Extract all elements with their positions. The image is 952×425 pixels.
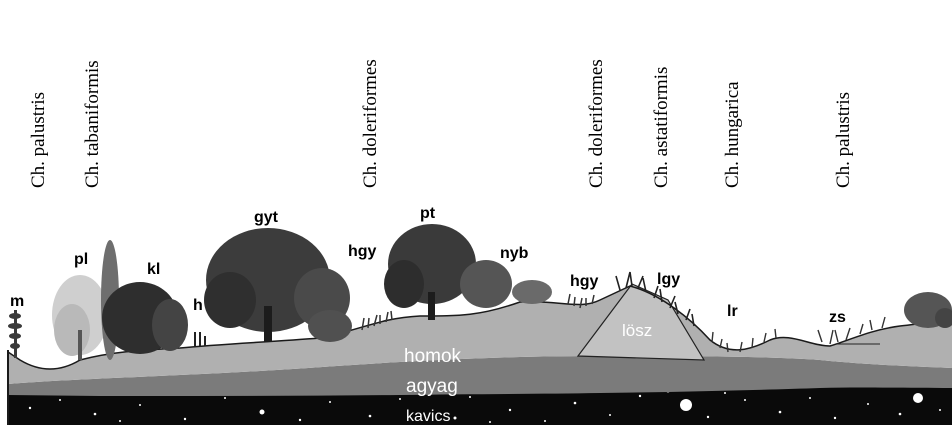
vegetation-h-stakes: [194, 332, 206, 346]
veg-label-hgy-1: hgy: [348, 243, 377, 260]
species-label-5: Ch. astatiformis: [651, 67, 672, 188]
veg-label-zs: zs: [829, 309, 846, 326]
veg-label-gyt: gyt: [254, 209, 279, 226]
vegetation-right-bushes: [904, 292, 952, 328]
veg-label-pt: pt: [420, 205, 436, 222]
veg-label-m: m: [10, 293, 24, 310]
soil-label-clay: agyag: [406, 376, 458, 397]
vegetation-gyt-oak: [204, 228, 352, 342]
species-labels: Ch. palustris Ch. tabaniformis Ch. doler…: [28, 59, 854, 188]
vegetation-pl-willow: [52, 275, 108, 360]
soil-label-gravel: kavics: [406, 408, 450, 425]
veg-label-kl: kl: [147, 261, 160, 278]
vegetation-m-plant: [8, 310, 22, 358]
soil-label-sand: homok: [404, 346, 462, 367]
veg-label-hgy-2: hgy: [570, 273, 599, 290]
veg-label-lgy: lgy: [657, 271, 680, 288]
species-label-2: Ch. tabaniformis: [82, 60, 103, 188]
veg-label-pl: pl: [74, 251, 88, 268]
vegetation-kl-trees: [101, 240, 188, 360]
veg-label-h: h: [193, 297, 203, 314]
soil-label-loess: lösz: [622, 321, 652, 340]
veg-label-lr: lr: [727, 303, 738, 320]
species-label-3: Ch. doleriformes: [360, 59, 381, 188]
species-label-6: Ch. hungarica: [722, 81, 743, 188]
species-label-1: Ch. palustris: [28, 92, 49, 188]
species-label-7: Ch. palustris: [833, 92, 854, 188]
veg-label-nyb: nyb: [500, 245, 529, 262]
species-label-4: Ch. doleriformes: [586, 59, 607, 188]
